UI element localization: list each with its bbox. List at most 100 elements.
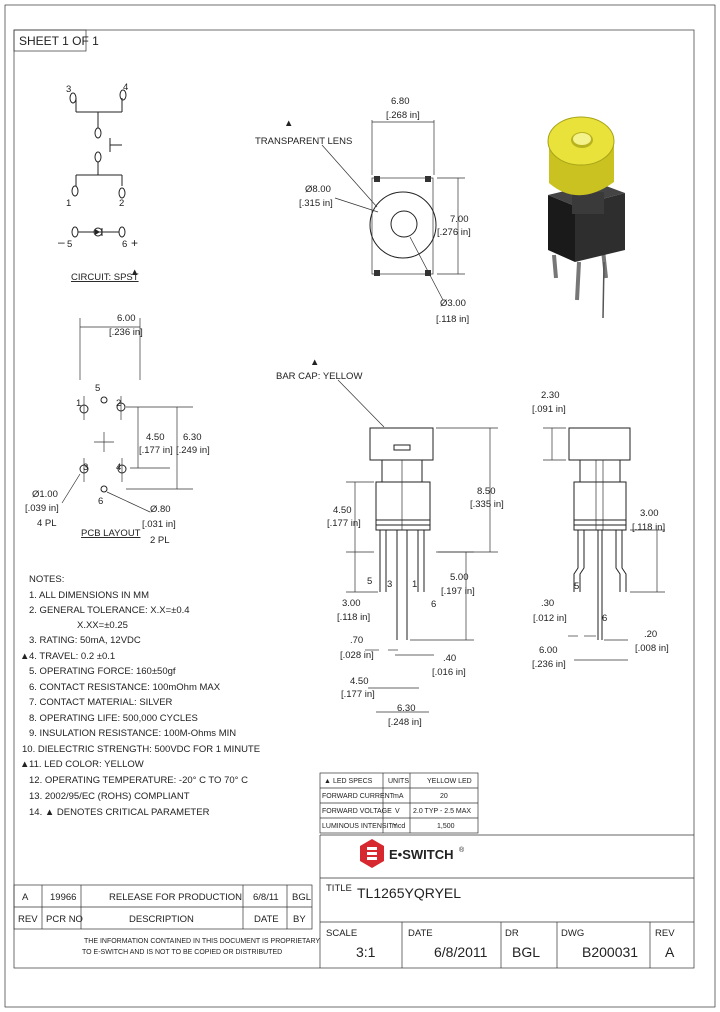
notes-title: NOTES: (29, 574, 64, 585)
led-specs-table: ▲ LED SPECS UNITS YELLOW LED FORWARD CUR… (319, 772, 479, 834)
side-cap-mm: 2.30 (541, 390, 560, 401)
critical-marker-icon: ▲ (284, 118, 293, 129)
note-7: 7. CONTACT MATERIAL: SILVER (29, 697, 173, 708)
spec-value: 2.0 TYP - 2.5 MAX (413, 808, 471, 815)
notes-block: NOTES: 1. ALL DIMENSIONS IN MM 2. GENERA… (20, 574, 260, 818)
pcb-pin-1: 1 (76, 398, 81, 409)
note-1: 1. ALL DIMENSIONS IN MM (29, 590, 149, 601)
revision-row-date: 6/8/11 (253, 892, 279, 903)
pcb-pin-3: 3 (83, 462, 88, 473)
drawing-number-label: DWG (561, 928, 584, 939)
circuit-pin-4: 4 (123, 82, 128, 93)
critical-marker-icon: ▲ (130, 267, 139, 278)
top-height-mm: 7.00 (450, 214, 469, 225)
front-span2-mm: 6.30 (397, 703, 416, 714)
critical-marker-icon: ▲ (310, 357, 319, 368)
note-12: 12. OPERATING TEMPERATURE: -20° C TO 70°… (29, 775, 248, 786)
front-pin-5: 5 (367, 576, 372, 587)
pcb-pin-6: 6 (98, 496, 103, 507)
revision-value: A (665, 944, 675, 960)
front-view (337, 379, 498, 713)
front-pin-6: 6 (431, 599, 436, 610)
circuit-pin-3: 3 (66, 84, 71, 95)
side-cap-in: [.091 in] (532, 404, 566, 415)
pcb-led-hole-mm: Ø.80 (150, 504, 171, 515)
spec-unit: mcd (392, 823, 405, 830)
front-led-pin-in: [.197 in] (441, 586, 475, 597)
pcb-pin-4: 4 (116, 462, 121, 473)
drawn-by-label: DR (505, 928, 519, 939)
side-pin-6: 6 (602, 613, 607, 624)
spec-value: 20 (440, 793, 448, 800)
circuit-diagram (69, 89, 127, 238)
pcb-width-in: [.236 in] (109, 327, 143, 338)
front-span-mm: 4.50 (350, 676, 369, 687)
pcb-layout (61, 318, 193, 513)
led-specs-header: LED SPECS (333, 778, 373, 785)
note-4: 4. TRAVEL: 0.2 ±0.1 (29, 651, 115, 662)
sheet-border-outer (4, 4, 716, 1008)
pcb-hole-dia-mm: Ø1.00 (32, 489, 58, 500)
drawn-by-value: BGL (512, 944, 540, 960)
circuit-pin-1: 1 (66, 198, 71, 209)
note-9: 9. INSULATION RESISTANCE: 100M-Ohms MIN (29, 728, 236, 739)
side-pin-in: [.118 in] (632, 522, 665, 533)
front-body-mm: 4.50 (333, 505, 352, 516)
pcb-led-hole-in: [.031 in] (142, 519, 176, 530)
pcb-pin-2: 2 (116, 398, 121, 409)
circuit-pin-6: 6 (122, 239, 127, 250)
top-height-in: [.276 in] (437, 227, 471, 238)
led-minus-label: – (58, 235, 65, 249)
logo-text: E•SWITCH (389, 847, 454, 862)
circuit-pin-5: 5 (67, 239, 72, 250)
revision-row-rev: A (22, 892, 29, 903)
note-6: 6. CONTACT RESISTANCE: 100mOhm MAX (29, 682, 221, 693)
front-height-in: [.335 in] (470, 499, 504, 510)
pcb-caption: PCB LAYOUT (81, 528, 141, 539)
note-2: 2. GENERAL TOLERANCE: X.X=±0.4 (29, 605, 190, 616)
sheet-border-inner (13, 29, 695, 969)
revision-header-rev: REV (18, 914, 38, 925)
title-block: TITLE TL1265YQRYEL SCALE 3:1 DATE 6/8/20… (319, 834, 694, 968)
top-view (321, 120, 465, 301)
pcb-row-in: [.249 in] (176, 445, 210, 456)
side-lead-in: [.008 in] (635, 643, 669, 654)
top-width-in: [.268 in] (386, 110, 420, 121)
critical-marker-icon: ▲ (20, 759, 29, 770)
note-8: 8. OPERATING LIFE: 500,000 CYCLES (29, 713, 198, 724)
scale-value: 3:1 (356, 944, 376, 960)
spec-name: FORWARD VOLTAGE (322, 808, 392, 815)
note-14: 14. ▲ DENOTES CRITICAL PARAMETER (29, 807, 210, 818)
pcb-pitch-mm: 4.50 (146, 432, 165, 443)
pcb-pin-5: 5 (95, 383, 100, 394)
front-cap-label: BAR CAP: YELLOW (276, 371, 362, 382)
circuit-caption: CIRCUIT: SPST (71, 272, 139, 283)
note-2b: X.XX=±0.25 (77, 620, 128, 631)
pcb-width-mm: 6.00 (117, 313, 136, 324)
front-pin-3: 3 (387, 579, 392, 590)
side-pin-mm: 3.00 (640, 508, 659, 519)
front-pin-in: [.118 in] (337, 612, 370, 623)
side-kink-in: [.012 in] (533, 613, 567, 624)
date-value: 6/8/2011 (434, 944, 488, 960)
drawing-number-value: B200031 (582, 944, 638, 960)
revision-row-pcr: 19966 (50, 892, 76, 903)
side-view (543, 427, 665, 661)
eswitch-logo: E•SWITCH ® (360, 839, 465, 868)
revision-header-date: DATE (254, 914, 279, 925)
part-number-title: TL1265YQRYEL (357, 885, 461, 901)
date-label: DATE (408, 928, 433, 939)
scale-label: SCALE (326, 928, 357, 939)
front-led-w-in: [.016 in] (432, 667, 466, 678)
led-specs-yellow-header: YELLOW LED (427, 778, 472, 785)
critical-marker-icon: ▲ (324, 778, 331, 785)
side-width-in: [.236 in] (532, 659, 566, 670)
revision-header-description: DESCRIPTION (129, 914, 194, 925)
sheet-label: SHEET 1 OF 1 (19, 34, 99, 48)
proprietary-notice-line1: THE INFORMATION CONTAINED IN THIS DOCUME… (84, 938, 320, 945)
front-pin-mm: 3.00 (342, 598, 361, 609)
revision-header-by: BY (293, 914, 306, 925)
front-led-w-mm: .40 (443, 653, 456, 664)
spec-unit: V (395, 808, 400, 815)
